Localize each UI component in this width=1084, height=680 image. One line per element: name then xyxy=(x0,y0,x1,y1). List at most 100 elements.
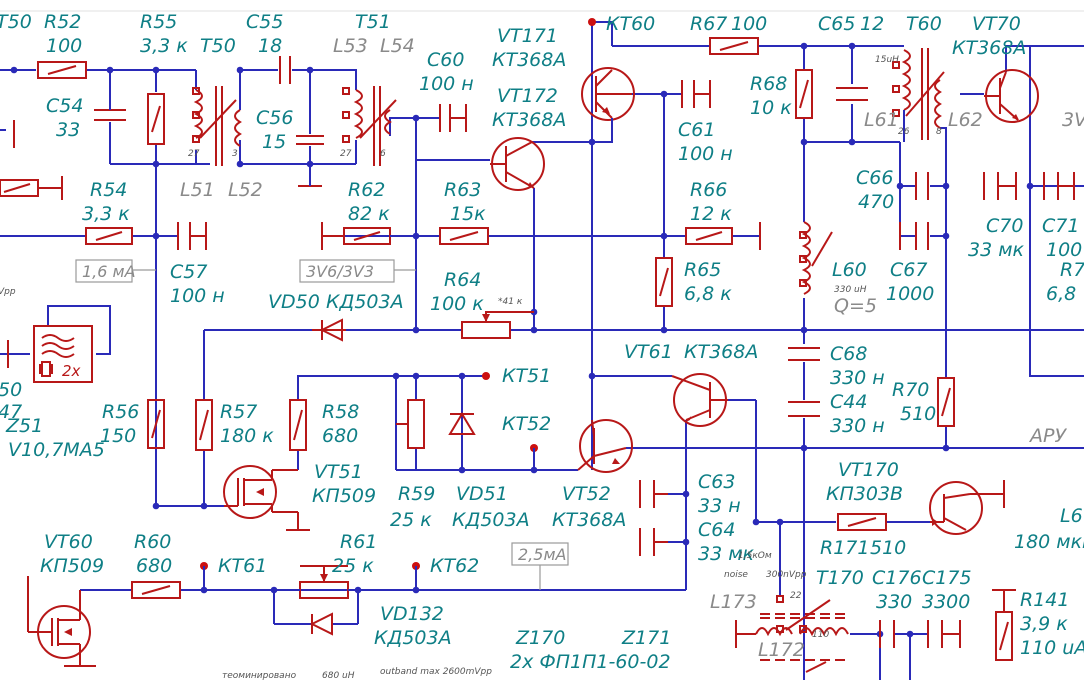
label-l61: L61 xyxy=(864,109,899,131)
label-r70: R70 xyxy=(892,379,929,401)
resistor-r55 xyxy=(147,93,165,145)
components: 2х xyxy=(0,37,1075,673)
transistor-vt60 xyxy=(27,590,96,667)
label-c71v: 100 xyxy=(1046,239,1082,261)
capacitor-c64 xyxy=(639,528,668,556)
capacitor-c66 xyxy=(915,172,929,200)
label-kt52: КТ52 xyxy=(502,413,551,435)
capacitor-c68 xyxy=(788,347,820,361)
label-c56: C56 xyxy=(256,107,293,129)
box-b2: 3V6/3V3 xyxy=(299,259,395,283)
label-vt61v: КТ368А xyxy=(684,341,758,363)
label-vt171: VT171 xyxy=(497,25,558,47)
resistor-r67 xyxy=(709,37,759,55)
label-l53: L53 xyxy=(333,35,368,57)
transformer-t170 xyxy=(755,595,850,673)
label-c61v: 100 н xyxy=(678,143,733,165)
label-l54: L54 xyxy=(380,35,415,57)
junction-dots xyxy=(10,18,1034,638)
label-r66v: 12 к xyxy=(690,203,732,225)
capacitor-c61 xyxy=(681,80,711,108)
label-c63: C63 xyxy=(698,471,735,493)
label-l51: L51 xyxy=(180,179,215,201)
label-r60: R60 xyxy=(134,531,171,553)
box-frame xyxy=(299,259,395,283)
label-vd51v: КД503А xyxy=(452,509,530,531)
resistor-r52 xyxy=(37,61,87,79)
label-vt51: VT51 xyxy=(314,461,363,483)
label-r58: R58 xyxy=(322,401,359,423)
svg-text:2х: 2х xyxy=(62,362,81,380)
label-r60v: 680 xyxy=(136,555,172,577)
label-c68v: 330 н xyxy=(830,367,885,389)
label-r66: R66 xyxy=(690,179,727,201)
diode-vd132 xyxy=(309,612,333,636)
label-z51b: 47 xyxy=(0,401,22,423)
note-12: 22 xyxy=(790,591,802,601)
label-l172: L172 xyxy=(758,639,805,661)
label-vt172: VT172 xyxy=(497,85,558,107)
resistor-r63 xyxy=(439,227,489,245)
label-r141v: 3,9 к xyxy=(1020,613,1068,635)
label-r63v: 15к xyxy=(450,203,486,225)
note-2: 27 xyxy=(188,149,200,159)
note-17: outband max 2600mVpp xyxy=(380,667,492,677)
label-r54: R54 xyxy=(90,179,127,201)
capacitor-c175 xyxy=(927,620,961,648)
label-c55v: 18 xyxy=(258,35,282,57)
note-7: 8 xyxy=(936,127,942,137)
label-kt62: КТ62 xyxy=(430,555,479,577)
resistor-r66 xyxy=(685,227,733,245)
label-c65: C65 xyxy=(818,13,855,35)
label-l6x: L6 xyxy=(1060,505,1083,527)
label-vt60: VT60 xyxy=(44,531,93,553)
transformer-t60 xyxy=(892,48,945,142)
potentiometer-r64 xyxy=(461,311,534,339)
label-r61v: 25 к xyxy=(332,555,374,577)
label-c54v: 33 xyxy=(56,119,80,141)
resistor-r68 xyxy=(795,69,813,119)
label-r7x: R7 xyxy=(1060,259,1084,281)
label-r61: R61 xyxy=(340,531,377,553)
label-uA: 110 uA xyxy=(1020,637,1084,659)
capacitor-c70 xyxy=(983,172,1017,200)
label-z51a: 50 xyxy=(0,379,22,401)
component-labels: T50R52100R553,3 кT50C5518T51L53L54C5433C… xyxy=(0,11,1084,673)
label-r59v: 25 к xyxy=(390,509,432,531)
label-r55v: 3,3 к xyxy=(140,35,188,57)
label-vt60v: КП509 xyxy=(40,555,104,577)
transistor-vt70 xyxy=(984,69,1039,123)
label-c54: C54 xyxy=(46,95,83,117)
capacitor-c176 xyxy=(879,620,895,648)
label-r52v: 100 xyxy=(46,35,82,57)
label-vd132: VD132 xyxy=(380,603,444,625)
label-r64v: 100 к xyxy=(430,293,484,315)
label-vd132v: КД503А xyxy=(374,627,452,649)
label-c44v: 330 н xyxy=(830,415,885,437)
label-c67: C67 xyxy=(890,259,927,281)
transformer-t50 xyxy=(192,86,242,166)
label-r141: R141 xyxy=(1020,589,1069,611)
label-l60: L60 xyxy=(832,259,867,281)
label-vt170: VT170 xyxy=(838,459,899,481)
label-c175: C175 xyxy=(922,567,972,589)
transistor-vt61 xyxy=(671,373,728,427)
label-c70v: 33 мк xyxy=(968,239,1025,261)
label-l52: L52 xyxy=(228,179,263,201)
label-kt61: КТ61 xyxy=(218,555,267,577)
note-5: 6 xyxy=(380,149,386,159)
box-text: 1,6 мА xyxy=(82,262,136,281)
transistor-vt52 xyxy=(577,419,633,473)
label-r65: R65 xyxy=(684,259,721,281)
capacitor-c60 xyxy=(439,104,467,132)
label-t51: T51 xyxy=(355,11,391,33)
capacitor-c65 xyxy=(836,87,868,101)
label-r64: R64 xyxy=(444,269,481,291)
note-13: 110 xyxy=(812,630,829,640)
label-r67v: 100 xyxy=(731,13,767,35)
label-vd50: VD50 xyxy=(268,291,320,313)
capacitor-c67 xyxy=(899,222,929,250)
resistor-r59 xyxy=(396,399,425,449)
label-t50a: T50 xyxy=(0,11,32,33)
